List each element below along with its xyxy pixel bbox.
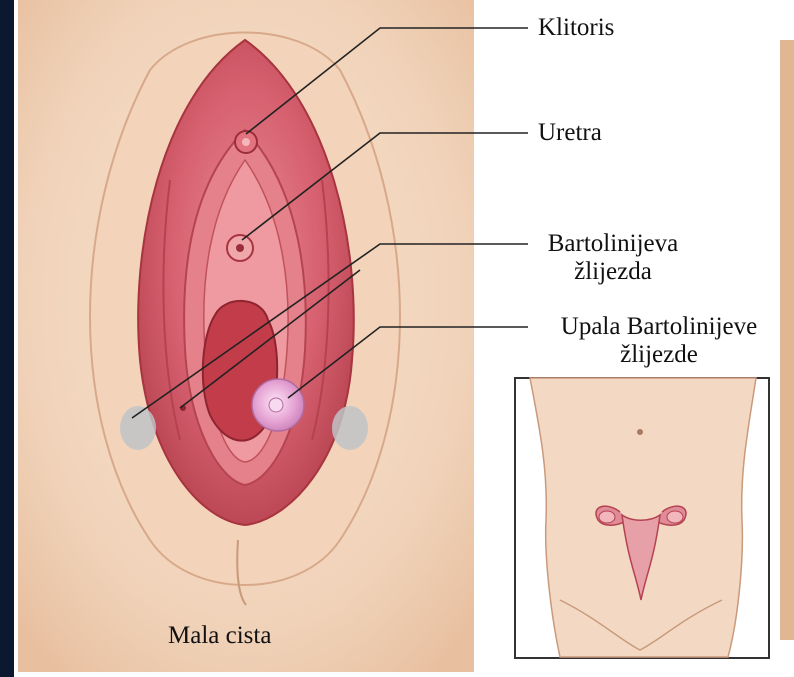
cyst-center [269,398,283,412]
label-bartholin-gland-line2: žlijezda [538,258,688,286]
clitoris-highlight [242,138,250,146]
label-inflamed-gland-line2: žlijezde [528,341,790,369]
label-inflamed-gland: Upala Bartolinijeve žlijezde [528,313,790,369]
bartholin-gland-right [332,406,368,450]
inset-torso [530,378,756,657]
label-bartholin-gland-line1: Bartolinijeva [538,230,688,258]
label-inflamed-gland-line1: Upala Bartolinijeve [528,313,790,341]
urethra-opening [236,244,244,252]
label-clitoris: Klitoris [538,14,614,42]
caption-small-cyst: Mala cista [168,622,271,650]
label-bartholin-gland: Bartolinijeva žlijezda [538,230,688,286]
bartholin-gland-left [120,406,156,450]
label-urethra: Uretra [538,119,602,147]
inset-navel [637,429,643,435]
